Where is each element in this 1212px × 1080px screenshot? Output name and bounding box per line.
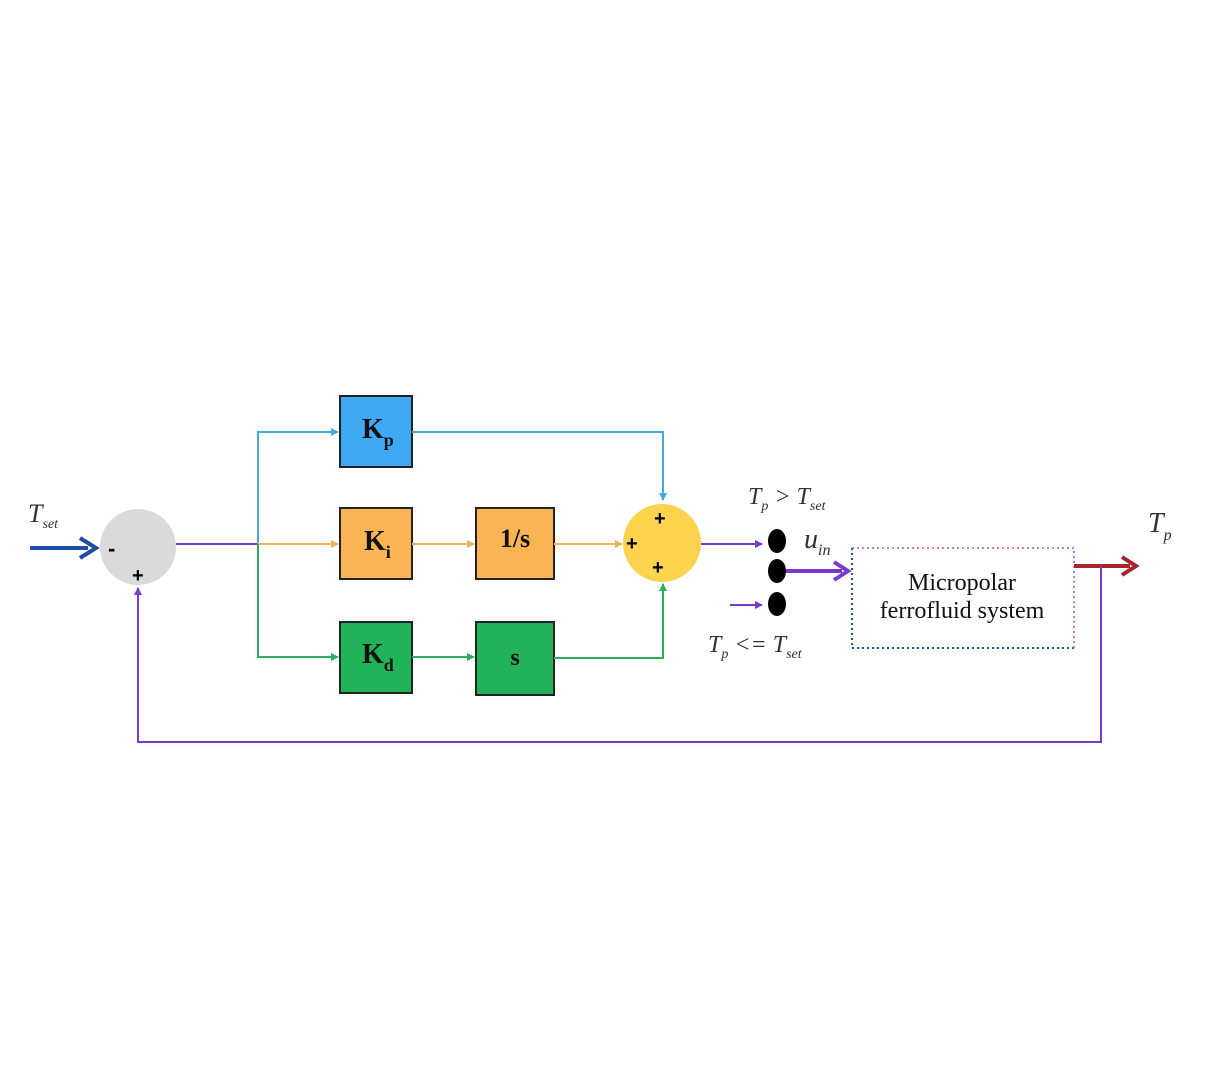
control-signal-arrow [786,560,852,582]
plus-sign: + [132,565,144,587]
left-plus-sign: + [626,533,638,555]
kd-branch-line [257,544,339,661]
ki-block: Ki [339,507,413,580]
kd-block: Kd [339,621,413,694]
differentiator-output-line [554,583,667,659]
kp-block: Kp [339,395,413,468]
lower-switch-condition: Tp <= Tset [708,632,803,662]
minus-sign: - [108,536,115,561]
switch-common-contact [768,559,786,583]
switch-lower-contact [768,592,786,616]
integrator-block: 1/s [475,507,555,580]
svg-text:Kp: Kp [362,414,394,450]
pid-summing-junction: + + + [623,504,701,582]
svg-text:s: s [510,645,519,671]
kp-output-line [412,431,667,501]
top-plus-sign: + [654,508,666,530]
svg-text:1/s: 1/s [500,524,530,553]
bottom-plus-sign: + [652,557,664,579]
switch-upper-contact [768,529,786,553]
kp-branch-line [257,428,339,544]
svg-text:Kd: Kd [362,639,394,675]
feedback-line [134,566,1102,743]
differentiator-block: s [475,621,555,696]
switch-contacts [768,529,786,616]
plant-label-line-2: ferrofluid system [880,598,1045,624]
output-arrow [1074,555,1140,577]
plant-label-line-1: Micropolar [908,570,1016,596]
input-label: Tset [28,499,59,532]
plant-block: Micropolar ferrofluid system [851,547,1075,649]
error-summing-junction: - + [100,509,176,587]
output-label: Tp [1148,508,1172,544]
svg-text:Ki: Ki [364,526,391,562]
upper-switch-condition: Tp > Tset [748,484,827,514]
control-signal-label: uin [804,524,830,559]
input-arrow [30,536,100,560]
